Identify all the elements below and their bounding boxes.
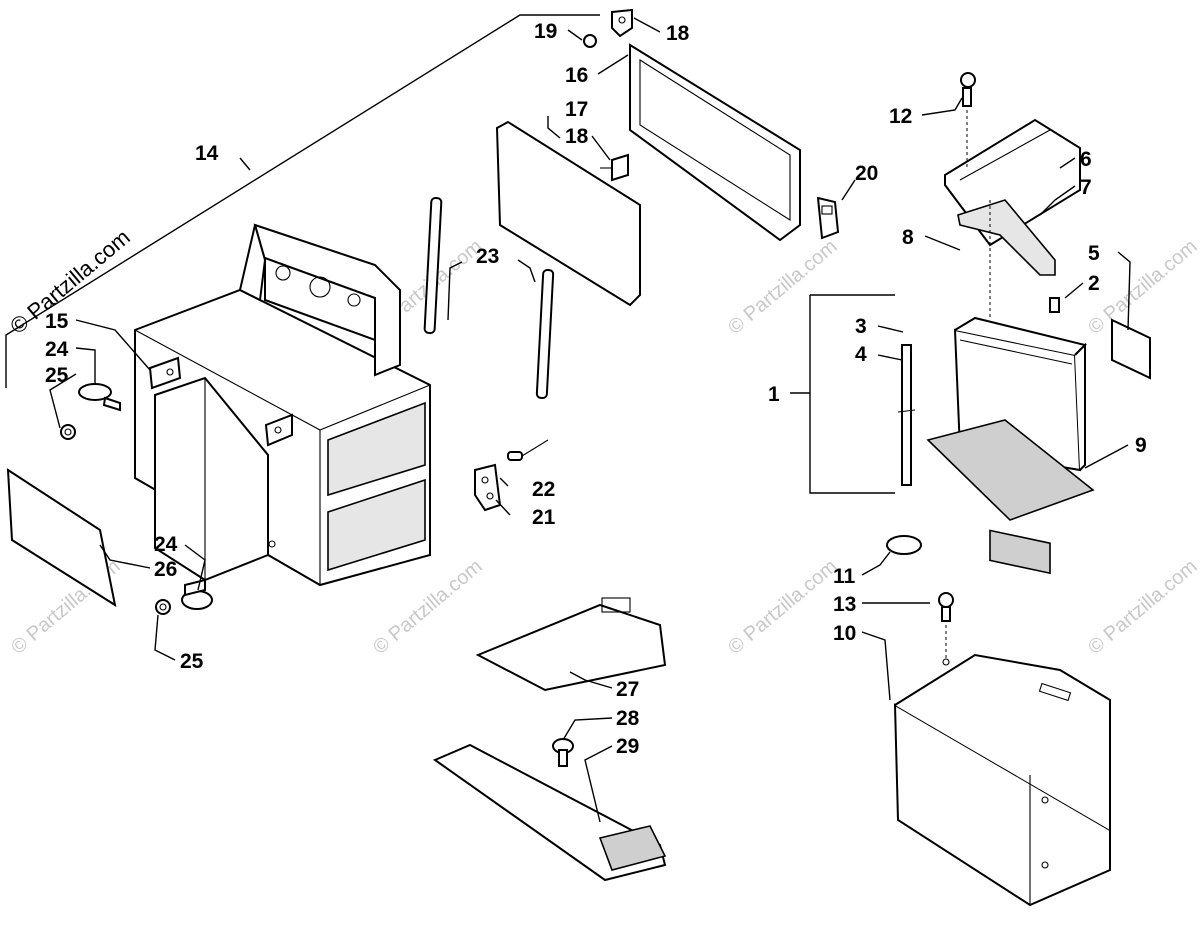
callout-4: 4 xyxy=(855,343,867,366)
nut-19 xyxy=(583,34,597,48)
battery-pad xyxy=(926,419,1095,521)
clamp-upper xyxy=(78,383,121,412)
holddown-screw xyxy=(960,72,976,107)
watermark-repeat: © Partzilla.com xyxy=(1084,235,1200,338)
tray-screw xyxy=(938,592,954,622)
callout-12: 12 xyxy=(889,105,912,128)
callout-6: 6 xyxy=(1080,148,1092,171)
bracket-21 xyxy=(474,463,502,512)
callout-5: 5 xyxy=(1088,242,1100,265)
hinge-top xyxy=(611,8,633,38)
callout-27: 27 xyxy=(616,678,639,701)
battery-box-assembly xyxy=(134,223,431,587)
callout-25-lower: 25 xyxy=(180,650,204,673)
callout-24-lower: 24 xyxy=(154,533,178,556)
callout-15: 15 xyxy=(45,310,69,333)
terminal-screw xyxy=(1049,297,1060,313)
callout-21: 21 xyxy=(532,506,556,529)
callout-16: 16 xyxy=(565,64,588,87)
callout-11: 11 xyxy=(833,565,856,588)
callout-10: 10 xyxy=(833,622,856,645)
callout-1: 1 xyxy=(768,383,780,406)
callout-3: 3 xyxy=(855,315,867,338)
holddown-pad xyxy=(957,199,1056,276)
callout-2: 2 xyxy=(1088,272,1100,295)
watermark-repeat: © Partzilla.com xyxy=(724,555,841,658)
callout-9: 9 xyxy=(1135,434,1147,457)
strap-upper xyxy=(423,197,443,334)
callout-23: 23 xyxy=(476,245,499,268)
battery-tray xyxy=(893,653,1111,907)
clamp-lower xyxy=(181,578,213,610)
callout-19: 19 xyxy=(534,20,557,43)
callout-20: 20 xyxy=(855,162,878,185)
callout-18-top: 18 xyxy=(666,22,690,45)
callout-22: 22 xyxy=(532,478,555,501)
warning-label xyxy=(1111,318,1151,380)
callout-labels: 19 18 16 17 18 20 14 23 22 21 15 24 25 2… xyxy=(45,20,1147,758)
pushpin-28 xyxy=(552,738,574,767)
callout-25-upper: 25 xyxy=(45,364,69,387)
tube-clip xyxy=(886,535,922,555)
watermark-repeat: © Partzilla.com xyxy=(724,235,841,338)
nut-upper xyxy=(60,424,76,440)
latch-20 xyxy=(816,196,840,240)
callout-17: 17 xyxy=(565,98,588,121)
callout-24-upper: 24 xyxy=(45,338,69,361)
watermark-repeat: © Partzilla.com xyxy=(369,555,486,658)
callout-18-lower: 18 xyxy=(565,125,589,148)
callout-28: 28 xyxy=(616,707,640,730)
callout-29: 29 xyxy=(616,735,639,758)
callout-13: 13 xyxy=(833,593,856,616)
watermark-repeat: © Partzilla.com xyxy=(1084,555,1200,658)
watermark-main: © Partzilla.com xyxy=(5,224,135,338)
strap-lower xyxy=(535,269,555,399)
side-panel xyxy=(6,468,117,608)
callout-8: 8 xyxy=(902,226,914,249)
leader-lines xyxy=(5,14,1131,823)
callout-14: 14 xyxy=(195,142,219,165)
vent-tube xyxy=(897,344,916,486)
callout-7: 7 xyxy=(1080,176,1092,199)
callout-26: 26 xyxy=(154,558,177,581)
pin-22 xyxy=(507,439,549,461)
lid-gasket xyxy=(495,120,641,307)
nut-lower xyxy=(155,599,171,615)
strap-29 xyxy=(432,743,667,882)
lid-frame xyxy=(629,43,801,242)
hinge-lower xyxy=(600,153,629,182)
pad-27 xyxy=(475,597,667,692)
